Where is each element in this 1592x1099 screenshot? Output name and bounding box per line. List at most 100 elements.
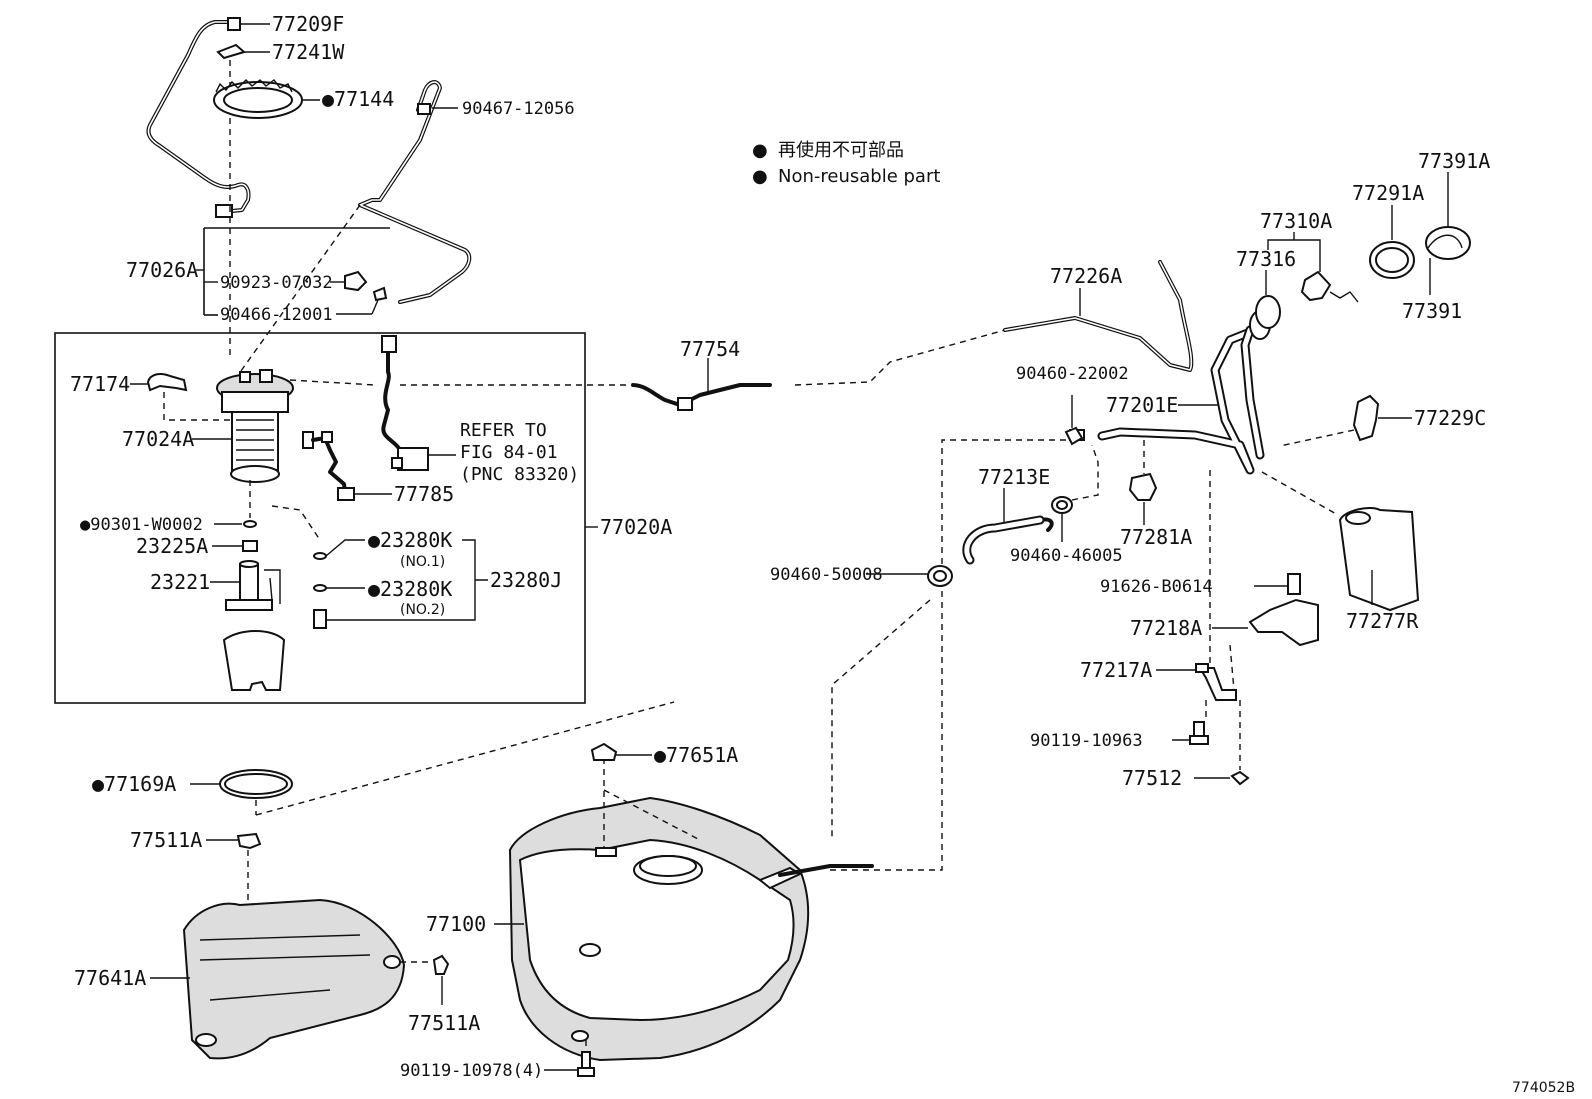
bracket-77217A: 77217A bbox=[1080, 470, 1237, 701]
legend-bullet-2: ● bbox=[752, 166, 768, 187]
clip-77229C: 77229C bbox=[1279, 394, 1486, 447]
label-23280K-no1: ●23280K bbox=[368, 528, 452, 552]
refer-text-3: (PNC 83320) bbox=[460, 464, 579, 485]
sender-gauge-harness bbox=[381, 335, 429, 471]
label-90460-46005: 90460-46005 bbox=[1010, 546, 1123, 566]
label-23225A: 23225A bbox=[136, 534, 208, 558]
label-77218A: 77218A bbox=[1130, 616, 1202, 640]
hose-77754: 77754 bbox=[400, 329, 1006, 411]
figure-id: 774052B bbox=[1512, 1080, 1575, 1096]
hose-77213E: 77213E bbox=[962, 465, 1054, 565]
label-77277R: 77277R bbox=[1346, 609, 1419, 633]
pump-filter-strainer bbox=[222, 630, 286, 691]
valve-90923 bbox=[344, 270, 368, 292]
label-77651A: ●77651A bbox=[654, 743, 738, 767]
bracket-77218A: 77218A bbox=[1130, 598, 1319, 647]
fuel-pump-assembly-box: 77020A 77174 77024A REFER TO FIG 84-01 bbox=[54, 332, 672, 704]
box-77020A bbox=[54, 332, 586, 704]
label-77020A: 77020A bbox=[600, 515, 672, 539]
label-77310A: 77310A bbox=[1260, 209, 1332, 233]
legend-bullet: ● bbox=[752, 140, 768, 161]
label-91626: 91626-B0614 bbox=[1100, 577, 1213, 597]
label-77024A: 77024A bbox=[122, 427, 194, 451]
label-77026A: 77026A bbox=[126, 258, 198, 282]
label-77785: 77785 bbox=[394, 482, 454, 506]
wire-connector bbox=[215, 204, 233, 218]
protector-77277R: 77277R bbox=[1261, 471, 1419, 633]
label-77144: ●77144 bbox=[322, 87, 394, 111]
gasket-77316 bbox=[1255, 295, 1281, 329]
pressure-regulator bbox=[313, 609, 327, 629]
label-23280J: 23280J bbox=[490, 568, 562, 592]
o-ring-23280K-no2 bbox=[313, 584, 327, 592]
legend-en-text: Non-reusable part bbox=[778, 166, 940, 187]
filler-pipe-77201E: 77201E bbox=[1069, 310, 1271, 475]
label-77511A-bottom: 77511A bbox=[408, 1011, 480, 1035]
label-77754: 77754 bbox=[680, 337, 740, 361]
breather-tube-77226A: 77226A bbox=[1003, 260, 1194, 372]
bracket-77281A: 77281A bbox=[1120, 440, 1192, 549]
label-77316: 77316 bbox=[1236, 247, 1296, 271]
protector-77641A: 77641A bbox=[74, 898, 432, 1060]
legend: ● 再使用不可部品 ● Non-reusable part bbox=[752, 140, 940, 187]
fuel-tube-group: 90467-12056 bbox=[237, 80, 575, 376]
label-90119-10978: 90119-10978(4) bbox=[400, 1061, 543, 1081]
clamp-90460-50008: 90460-50008 bbox=[770, 565, 953, 840]
label-77226A: 77226A bbox=[1050, 264, 1122, 288]
cushion-23225A bbox=[242, 540, 258, 552]
label-23280K-no2: ●23280K bbox=[368, 577, 452, 601]
fuel-pump-23221 bbox=[225, 560, 281, 611]
label-77241W: 77241W bbox=[272, 40, 345, 64]
clamp-90460-46005: 90460-46005 bbox=[1010, 444, 1123, 566]
wire-77785 bbox=[302, 431, 355, 501]
label-90460-50008: 90460-50008 bbox=[770, 565, 883, 585]
label-77291A: 77291A bbox=[1352, 181, 1424, 205]
label-90119-10963: 90119-10963 bbox=[1030, 731, 1143, 751]
label-23221: 23221 bbox=[150, 570, 210, 594]
fuel-sender-wiring-group: 77209F 77241W ●77144 bbox=[146, 12, 394, 360]
fuel-tank-77100: 77100 bbox=[426, 758, 874, 1062]
retainer-ring-77144 bbox=[213, 79, 303, 119]
label-77512: 77512 bbox=[1122, 766, 1182, 790]
label-77100: 77100 bbox=[426, 912, 486, 936]
bolt-90119-10963: 90119-10963 bbox=[1030, 700, 1209, 751]
label-77511A-top: 77511A bbox=[130, 828, 202, 852]
label-90466: 90466-12001 bbox=[220, 305, 333, 325]
fuel-pump-module-77024A bbox=[216, 369, 294, 483]
cap-77310A bbox=[1300, 270, 1332, 302]
label-77641A: 77641A bbox=[74, 966, 146, 990]
bracket-77026A: 77026A 90923-07032 90466-12001 bbox=[126, 227, 390, 325]
clip-77651A: ●77651A bbox=[590, 742, 738, 767]
label-77169A: ●77169A bbox=[92, 772, 176, 796]
legend-jp-text: 再使用不可部品 bbox=[778, 140, 904, 161]
label-77209F: 77209F bbox=[272, 12, 344, 36]
label-77174: 77174 bbox=[70, 372, 130, 396]
clip-90467 bbox=[417, 103, 431, 115]
label-90467: 90467-12056 bbox=[462, 99, 575, 119]
clip-77511A-bottom: 77511A bbox=[408, 954, 480, 1035]
clamp-90460-22002: 90460-22002 bbox=[830, 364, 1129, 871]
refer-text-2: FIG 84-01 bbox=[460, 442, 558, 463]
filler-cap-group: 77316 77310A 77291A 77391A 77391 bbox=[1236, 149, 1490, 329]
label-77281A: 77281A bbox=[1120, 525, 1192, 549]
label-23280K-no2-sub: (NO.2) bbox=[400, 602, 445, 618]
label-23280K-no1-sub: (NO.1) bbox=[400, 554, 445, 570]
label-90460-22002: 90460-22002 bbox=[1016, 364, 1129, 384]
label-77213E: 77213E bbox=[978, 465, 1050, 489]
o-ring-90301 bbox=[243, 520, 257, 528]
clip-90466 bbox=[372, 286, 388, 302]
o-ring-23280K-no1 bbox=[313, 552, 327, 560]
fuel-tube-77026A bbox=[358, 80, 472, 304]
label-77201E: 77201E bbox=[1106, 393, 1178, 417]
label-77391: 77391 bbox=[1402, 299, 1462, 323]
clamp-77241W bbox=[216, 43, 247, 60]
label-77217A: 77217A bbox=[1080, 658, 1152, 682]
clip-77512: 77512 bbox=[1122, 700, 1250, 790]
bolt-90119-10978: 90119-10978(4) bbox=[400, 1040, 595, 1081]
label-90923: 90923-07032 bbox=[220, 273, 333, 293]
bracket-77174 bbox=[146, 373, 188, 392]
refer-text-1: REFER TO bbox=[460, 420, 547, 441]
ring-77391A bbox=[1425, 226, 1471, 260]
gasket-77169A: ●77169A bbox=[92, 701, 675, 816]
